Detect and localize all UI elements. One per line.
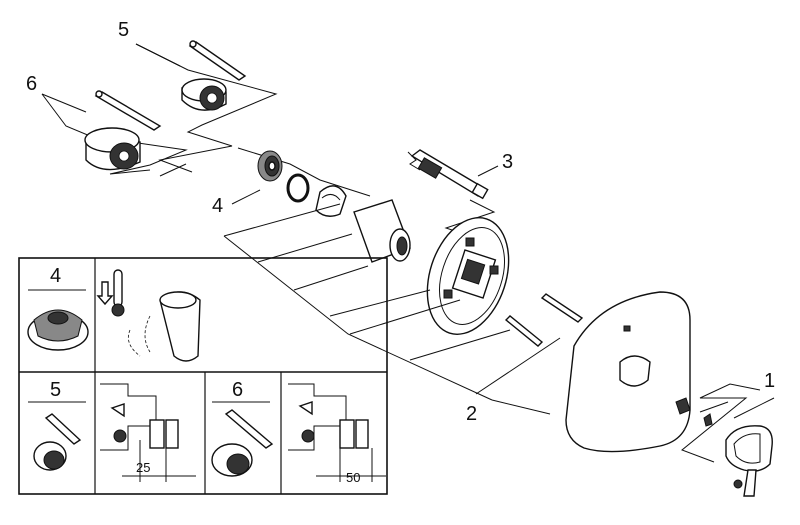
label-part-2: 2 bbox=[466, 403, 477, 425]
installation-inset bbox=[18, 257, 388, 495]
inset-label-5: 5 bbox=[50, 379, 61, 401]
dim-25: 25 bbox=[136, 460, 150, 475]
trim-plate bbox=[565, 291, 691, 453]
o-ring bbox=[286, 173, 310, 203]
leader-lines-part-5 bbox=[135, 43, 278, 173]
mounting-screw-upper bbox=[540, 293, 584, 323]
inset-lever-handle bbox=[127, 291, 201, 362]
clip-ring bbox=[315, 185, 347, 217]
label-part-3: 3 bbox=[502, 151, 513, 173]
inset-cartridge-5 bbox=[33, 441, 67, 471]
mounting-screw-lower bbox=[504, 315, 544, 347]
leader-lines-part-6 bbox=[41, 93, 188, 177]
stop-screw-part-3 bbox=[407, 149, 489, 200]
inset-spindle-5 bbox=[44, 413, 82, 445]
inset-retaining-nut bbox=[27, 309, 89, 351]
retaining-nut-part-4 bbox=[257, 150, 283, 182]
leader-lines-part-1 bbox=[681, 383, 775, 463]
inset-valve-6 bbox=[288, 383, 386, 482]
spindle-part-5 bbox=[188, 40, 247, 81]
set-screw bbox=[675, 397, 713, 427]
inset-label-6: 6 bbox=[232, 379, 243, 401]
mounting-plate bbox=[426, 217, 510, 335]
label-part-5: 5 bbox=[118, 19, 129, 41]
inset-valve-5 bbox=[100, 383, 196, 482]
sleeve-cylinder bbox=[353, 199, 411, 263]
cartridge-part-6 bbox=[84, 127, 141, 171]
inset-cartridge-6 bbox=[211, 443, 253, 477]
label-part-6: 6 bbox=[26, 73, 37, 95]
inset-label-4: 4 bbox=[50, 265, 61, 287]
leader-lines-part-2 bbox=[223, 203, 561, 415]
thermometer-icon bbox=[96, 269, 125, 317]
label-part-1: 1 bbox=[764, 370, 775, 392]
lever-handle bbox=[725, 425, 773, 497]
label-part-4: 4 bbox=[212, 195, 223, 217]
inset-spindle-6 bbox=[224, 409, 274, 449]
cartridge-part-5 bbox=[181, 78, 227, 111]
spindle-part-6 bbox=[94, 90, 162, 131]
dim-50: 50 bbox=[346, 470, 360, 485]
